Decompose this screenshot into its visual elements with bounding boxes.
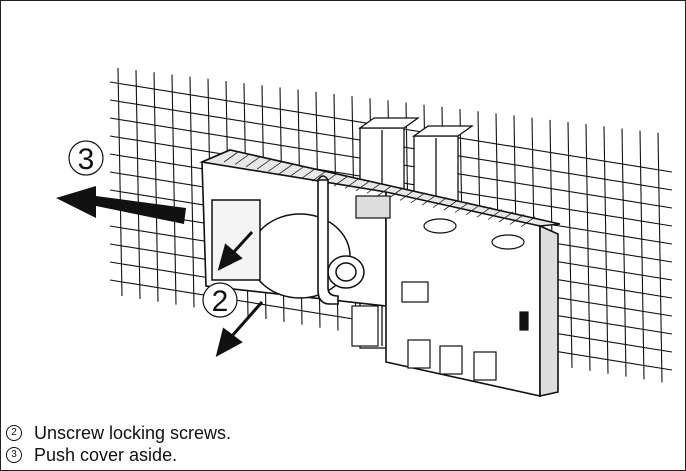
svg-text:3: 3 — [78, 143, 95, 176]
legend-text: Unscrew locking screws. — [34, 423, 232, 443]
pipe-handle — [317, 175, 339, 305]
legend-marker: 2 — [6, 425, 22, 441]
callout-3: 3 — [68, 140, 104, 176]
legend-marker: 3 — [6, 447, 22, 463]
legend-text: Push cover aside. — [34, 445, 178, 465]
device-feet — [351, 305, 497, 381]
legend-item: 2 Unscrew locking screws. — [6, 422, 666, 444]
control-elements — [355, 195, 529, 331]
housing-top-hatching — [223, 151, 536, 228]
arrow-push-cover — [56, 186, 186, 224]
svg-text:2: 2 — [212, 285, 229, 318]
arrow-screw-lower — [215, 301, 264, 357]
legend: 2 Unscrew locking screws. 3 Push cover a… — [6, 422, 666, 466]
arrow-screw-upper — [217, 230, 254, 271]
legend-item: 3 Push cover aside. — [6, 444, 666, 466]
callout-2: 2 — [202, 282, 238, 318]
